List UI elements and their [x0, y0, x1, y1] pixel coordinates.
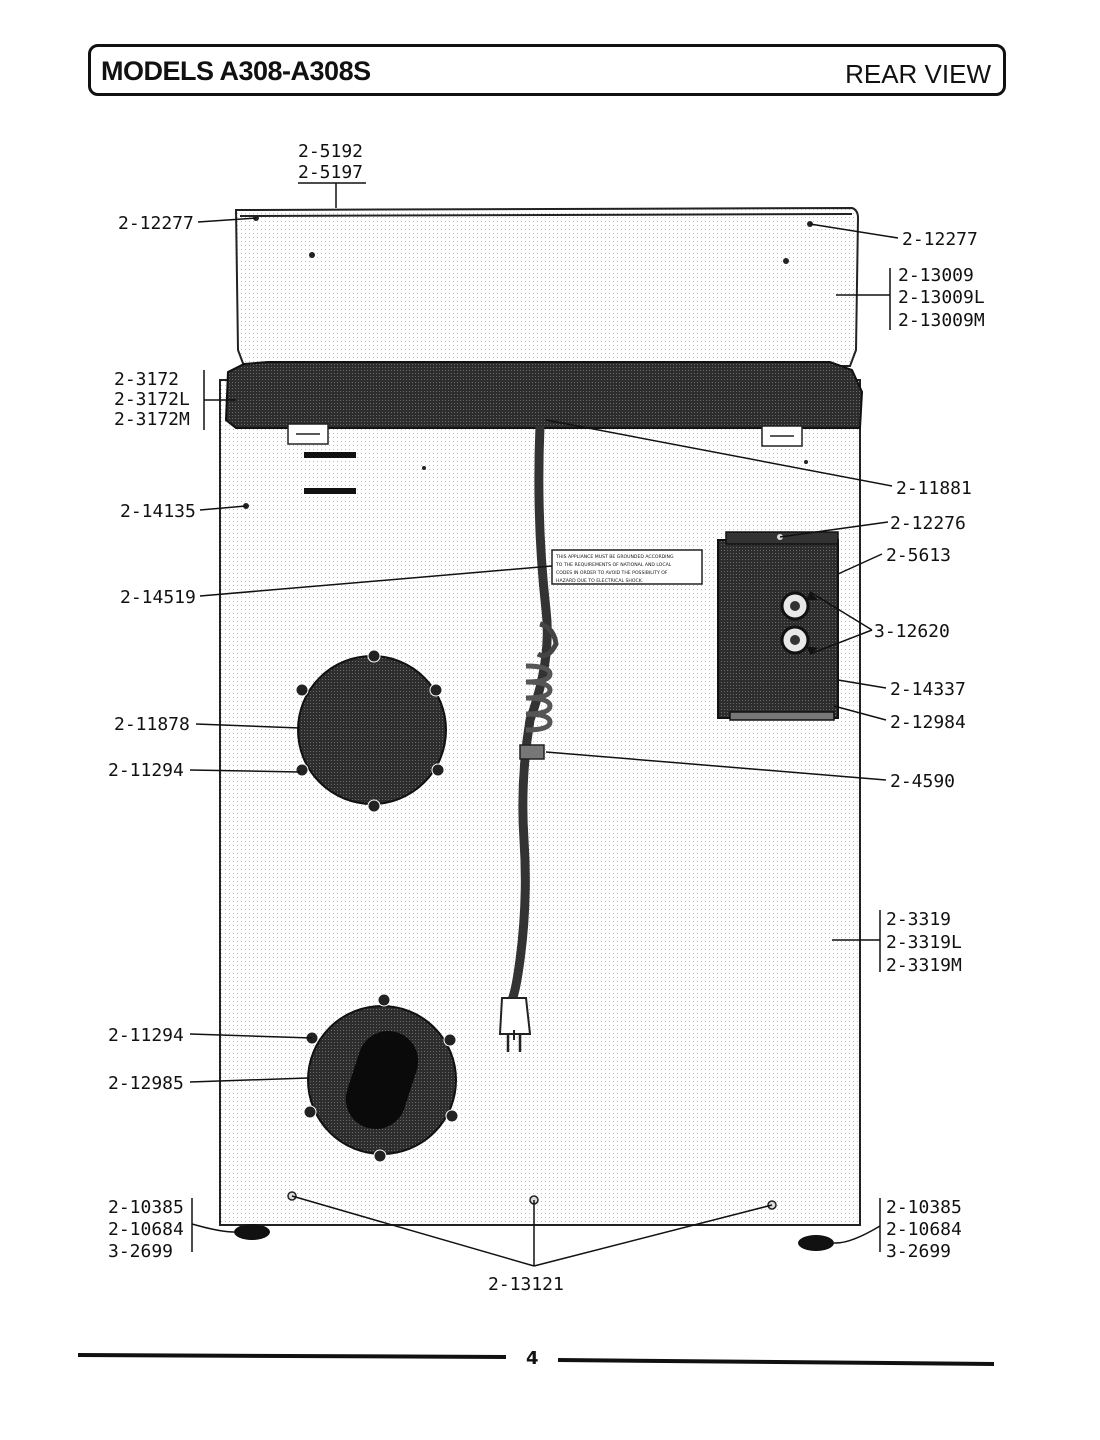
page-title: MODELS A308-A308S: [101, 56, 371, 86]
label-box-screw: 2-12276: [890, 513, 966, 534]
access-cover-upper-tab-2: [429, 683, 443, 697]
terminal-upper-center: [790, 601, 800, 611]
label-lid-3: 2-13009M: [898, 310, 985, 331]
warning-label: [551, 549, 703, 585]
label-console-3: 2-3172M: [114, 409, 190, 430]
label-rear-screws: 2-13121: [488, 1274, 564, 1295]
label-cabinet-1: 2-3319: [886, 909, 951, 930]
footer-rule-left: [77, 1353, 507, 1359]
label-cabinet-2: 2-3319L: [886, 932, 962, 953]
access-cover-upper-tab-6: [295, 683, 309, 697]
plug-body: [498, 997, 532, 1035]
view-title: REAR VIEW: [845, 59, 991, 89]
junction-box: [717, 539, 839, 719]
label-leg-left-3: 3-2699: [108, 1241, 173, 1262]
access-cover-lower-tab-3: [445, 1109, 459, 1123]
label-cord-clip: 2-11881: [896, 478, 972, 499]
label-top-cover-1: 2-5192: [298, 141, 363, 162]
warning-line-1: THIS APPLIANCE MUST BE GROUNDED ACCORDIN…: [555, 554, 674, 560]
vent-slot-upper: [304, 452, 356, 458]
label-strain-relief: 2-4590: [890, 771, 955, 792]
label-lower-cover: 2-12985: [108, 1073, 184, 1094]
access-cover-upper-tab-4: [367, 799, 381, 813]
lid-dot-right: [783, 258, 789, 264]
arrow-terminal-upper: [806, 592, 818, 600]
label-top-cover-2: 2-5197: [298, 162, 363, 183]
cord-coil: [525, 663, 553, 733]
access-cover-upper: [297, 655, 447, 805]
page-number: 4: [526, 1348, 539, 1369]
label-cabinet-3: 2-3319M: [886, 955, 962, 976]
arrow-terminal-lower: [806, 646, 818, 654]
access-cover-upper-tab-5: [295, 763, 309, 777]
warning-line-3: CODES IN ORDER TO AVOID THE POSSIBILITY …: [556, 570, 668, 576]
label-access-cover: 2-11878: [114, 714, 190, 735]
foot-right: [798, 1235, 834, 1251]
panel-dot-a: [422, 466, 426, 470]
access-cover-lower-slot: [345, 1030, 419, 1130]
cord-tie: [536, 621, 559, 659]
panel-dot-b: [804, 460, 808, 464]
label-hinge-left: 2-12277: [118, 213, 194, 234]
warning-line-4: HAZARD DUE TO ELECTRICAL SHOCK.: [556, 578, 643, 584]
junction-box-bracket: [729, 711, 835, 721]
label-cover-screw-upper: 2-11294: [108, 760, 184, 781]
label-lid-1: 2-13009: [898, 265, 974, 286]
warning-line-2: TO THE REQUIREMENTS OF NATIONAL AND LOCA…: [555, 562, 672, 568]
label-leg-right-2: 2-10684: [886, 1219, 962, 1240]
label-lid-2: 2-13009L: [898, 287, 985, 308]
access-cover-lower-tab-1: [377, 993, 391, 1007]
label-screw: 2-14135: [120, 501, 196, 522]
access-cover-lower-tab-5: [303, 1105, 317, 1119]
foot-left: [234, 1224, 270, 1240]
label-terminal-board: 2-14337: [890, 679, 966, 700]
lid-panel: [234, 206, 860, 367]
label-leg-left-1: 2-10385: [108, 1197, 184, 1218]
access-cover-lower-tab-2: [443, 1033, 457, 1047]
access-cover-upper-tab-3: [431, 763, 445, 777]
label-terminals: 3-12620: [874, 621, 950, 642]
label-leg-left-2: 2-10684: [108, 1219, 184, 1240]
label-console-2: 2-3172L: [114, 389, 190, 410]
terminal-lower-center: [790, 635, 800, 645]
access-cover-lower-tab-4: [373, 1149, 387, 1163]
label-console-1: 2-3172: [114, 369, 179, 390]
leader-lines: [189, 182, 899, 1267]
strain-relief-clamp: [519, 744, 545, 760]
label-box: 2-5613: [886, 545, 951, 566]
label-leg-right-3: 3-2699: [886, 1241, 951, 1262]
label-hinge-right: 2-12277: [902, 229, 978, 250]
lid-top-edge: [239, 213, 853, 217]
vent-slot-lower: [304, 488, 356, 494]
console-band: [224, 361, 864, 429]
lid-dot-left: [309, 252, 315, 258]
footer-rule-right: [557, 1358, 995, 1366]
label-box-bracket: 2-12984: [890, 712, 966, 733]
label-cover-screw-lower: 2-11294: [108, 1025, 184, 1046]
header-box: MODELS A308-A308S REAR VIEW: [88, 44, 1006, 96]
label-warning: 2-14519: [120, 587, 196, 608]
access-cover-upper-tab-1: [367, 649, 381, 663]
label-leg-right-1: 2-10385: [886, 1197, 962, 1218]
